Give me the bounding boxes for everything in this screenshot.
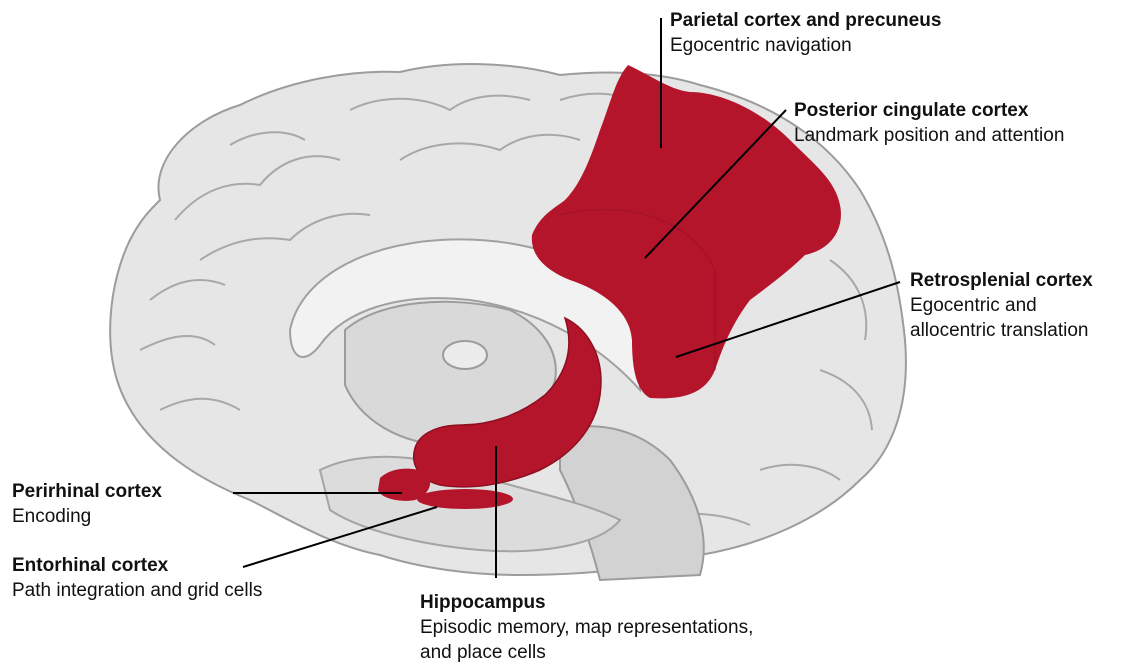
hippocampus-title: Hippocampus (420, 590, 753, 615)
retrosplenial-desc-2: allocentric translation (910, 318, 1093, 343)
posterior-cingulate-desc: Landmark position and attention (794, 123, 1064, 148)
label-parietal: Parietal cortex and precuneus Egocentric… (670, 8, 941, 58)
parietal-title: Parietal cortex and precuneus (670, 8, 941, 33)
label-entorhinal: Entorhinal cortex Path integration and g… (12, 553, 262, 603)
hippocampus-desc-2: and place cells (420, 640, 753, 665)
retrosplenial-desc-1: Egocentric and (910, 293, 1093, 318)
label-perirhinal: Perirhinal cortex Encoding (12, 479, 162, 529)
parietal-desc: Egocentric navigation (670, 33, 941, 58)
entorhinal-desc: Path integration and grid cells (12, 578, 262, 603)
label-hippocampus: Hippocampus Episodic memory, map represe… (420, 590, 753, 665)
hippocampus-desc-1: Episodic memory, map representations, (420, 615, 753, 640)
entorhinal-title: Entorhinal cortex (12, 553, 262, 578)
retrosplenial-title: Retrosplenial cortex (910, 268, 1093, 293)
entorhinal-region (417, 489, 513, 509)
interthalamic-adhesion (443, 341, 487, 369)
perirhinal-title: Perirhinal cortex (12, 479, 162, 504)
perirhinal-desc: Encoding (12, 504, 162, 529)
label-posterior-cingulate: Posterior cingulate cortex Landmark posi… (794, 98, 1064, 148)
posterior-cingulate-title: Posterior cingulate cortex (794, 98, 1064, 123)
label-retrosplenial: Retrosplenial cortex Egocentric and allo… (910, 268, 1093, 343)
